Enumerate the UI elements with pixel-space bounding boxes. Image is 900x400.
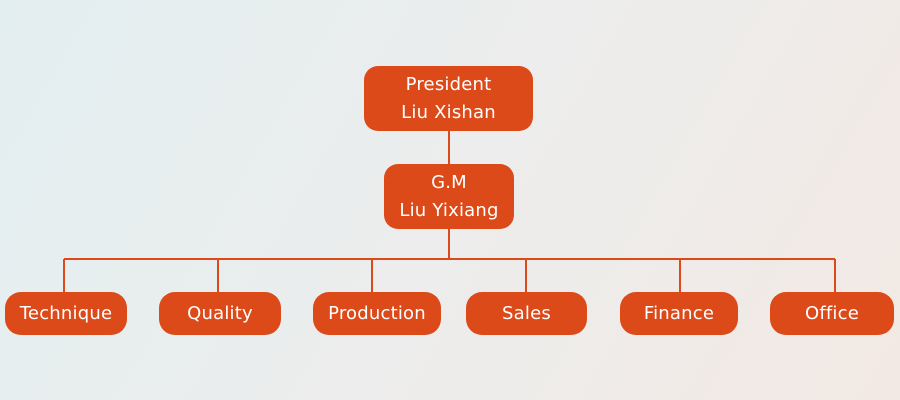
- department-label-office: Office: [804, 303, 859, 324]
- department-label-sales: Sales: [502, 303, 551, 324]
- department-label-finance: Finance: [643, 303, 715, 324]
- president-title: President: [405, 73, 492, 95]
- department-node-finance: Finance: [620, 292, 738, 335]
- gm-title: G.M: [431, 171, 467, 193]
- president-name: Liu Xishan: [401, 101, 496, 123]
- gm-name: Liu Yixiang: [399, 199, 499, 221]
- department-node-sales: Sales: [466, 292, 587, 335]
- president-node: President Liu Xishan: [364, 66, 533, 131]
- department-node-quality: Quality: [159, 292, 281, 335]
- department-label-technique: Technique: [19, 303, 113, 324]
- department-label-quality: Quality: [187, 303, 253, 324]
- department-node-production: Production: [313, 292, 441, 335]
- department-label-production: Production: [328, 303, 426, 324]
- department-node-office: Office: [770, 292, 894, 335]
- gm-node: G.M Liu Yixiang: [384, 164, 514, 229]
- department-node-technique: Technique: [5, 292, 127, 335]
